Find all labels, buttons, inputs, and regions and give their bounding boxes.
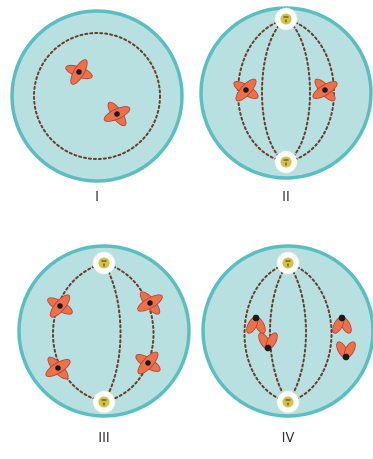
nuclear-envelope — [33, 32, 161, 160]
panel-label-3: III — [98, 431, 110, 446]
centriole — [285, 162, 287, 166]
centrosome-core — [282, 396, 294, 408]
chromatid-v — [258, 332, 278, 352]
panel-label-1: I — [95, 190, 99, 205]
centrosome-core — [282, 257, 294, 269]
centromere — [243, 87, 249, 93]
chromosome-x — [103, 101, 131, 127]
chromatid-v — [332, 314, 352, 334]
chromosome-x — [65, 59, 93, 85]
chromatid-v — [336, 341, 356, 361]
centriole — [103, 263, 105, 267]
centriole — [285, 399, 291, 401]
cell-panel-2 — [199, 6, 373, 180]
panel-label-4: IV — [281, 431, 295, 446]
centriole — [101, 399, 107, 401]
centromere — [76, 69, 82, 75]
centromere — [342, 353, 350, 361]
centromere — [147, 300, 153, 306]
centromere — [252, 314, 260, 322]
centriole — [287, 402, 289, 406]
centromere — [114, 111, 120, 117]
cell-membrane — [10, 9, 184, 183]
centriole — [283, 159, 289, 161]
chromosome-x — [135, 351, 161, 375]
chromatid-v — [246, 314, 266, 334]
centromere — [57, 303, 63, 309]
centromere — [145, 360, 151, 366]
centromere — [338, 314, 346, 322]
centrosome — [276, 251, 300, 275]
centromere — [322, 87, 328, 93]
cell-panel-3 — [17, 244, 191, 418]
centrosome — [92, 390, 116, 414]
centrosome-core — [280, 156, 292, 168]
cell-membrane — [201, 244, 373, 418]
centriole — [287, 263, 289, 267]
chromosome-x — [45, 356, 71, 380]
chromosome-x — [47, 294, 73, 318]
centrosome — [274, 150, 298, 174]
centromere — [55, 365, 61, 371]
centrosome-core — [98, 257, 110, 269]
centriole — [285, 19, 287, 23]
centrosome — [92, 251, 116, 275]
centriole — [285, 260, 291, 262]
spindle-fibers — [243, 262, 333, 403]
chromosome-x — [312, 78, 338, 102]
centrosome-core — [98, 396, 110, 408]
cell-panel-1 — [10, 9, 184, 183]
centrosome — [276, 390, 300, 414]
chromosome-x — [137, 291, 163, 315]
cell-panel-4 — [201, 244, 373, 418]
centromere — [264, 344, 272, 352]
centriole — [283, 16, 289, 18]
centriole — [103, 402, 105, 406]
centriole — [101, 260, 107, 262]
chromosome-x — [233, 78, 259, 102]
spindle-fibers — [52, 262, 155, 403]
centrosome — [274, 7, 298, 31]
panel-label-2: II — [282, 190, 290, 205]
centrosome-core — [280, 13, 292, 25]
